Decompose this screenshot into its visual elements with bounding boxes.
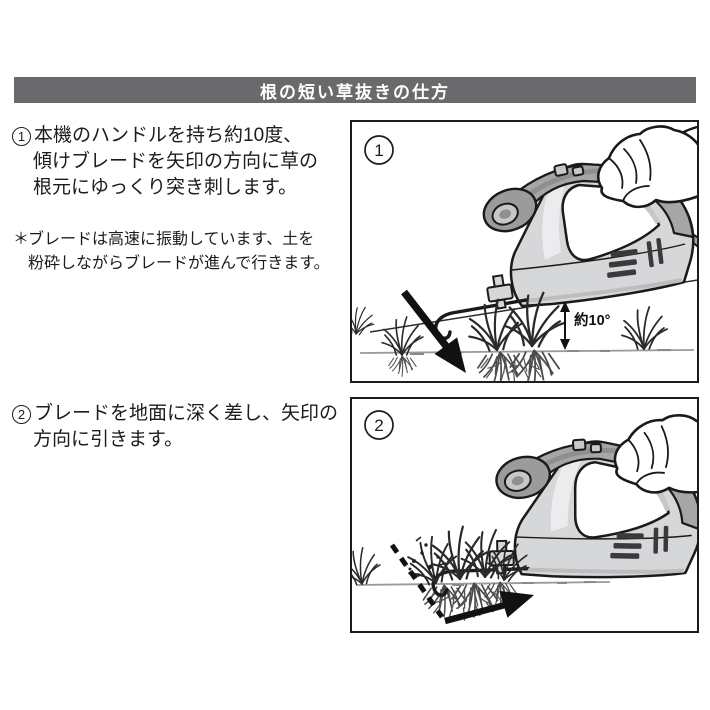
step-2-line-1: 2 ブレードを地面に深く差し、矢印の <box>12 401 348 427</box>
section-title: 根の短い草抜きの仕方 <box>260 82 450 102</box>
thrust-direction-arrow <box>401 289 466 373</box>
step-1-line-1: 1 本機のハンドルを持ち約10度、 <box>12 123 348 149</box>
step-1-text: 1 本機のハンドルを持ち約10度、 傾けブレードを矢印の方向に草の 根元にゆっく… <box>12 123 348 201</box>
grass-right <box>621 306 668 350</box>
grass-left <box>352 545 383 587</box>
angle-annotation: 約10° <box>560 301 611 350</box>
step-1-line-2: 傾けブレードを矢印の方向に草の <box>33 151 319 172</box>
note-line-1: ＊ ブレードは高速に振動しています、土を <box>13 228 353 252</box>
figure-2-illustration: 2 <box>352 399 697 631</box>
step-2-text-line: ブレードを地面に深く差し、矢印の <box>34 403 339 424</box>
soil-debris <box>408 536 447 579</box>
ground-line <box>355 581 611 586</box>
figure-1-number-text: 1 <box>374 141 383 160</box>
step-2-line-2: 方向に引きます。 <box>33 429 184 450</box>
ground-line <box>359 349 695 355</box>
circled-number-1: 1 <box>12 127 31 146</box>
note-text: ＊ ブレードは高速に振動しています、土を 粉砕しながらブレードが進んで行きます。 <box>13 228 353 276</box>
grass-center-clump <box>401 524 535 589</box>
section-header: 根の短い草抜きの仕方 <box>14 77 696 103</box>
figure-2-panel: 2 <box>350 397 699 633</box>
figure-1-number: 1 <box>364 135 394 165</box>
figure-1-panel: 約10° 1 <box>350 120 699 383</box>
step-2-text: 2 ブレードを地面に深く差し、矢印の 方向に引きます。 <box>12 401 348 453</box>
asterisk-marker: ＊ <box>13 231 30 248</box>
pull-direction-arrow <box>444 590 534 625</box>
step-1-line-3: 根元にゆっくり突き刺します。 <box>33 177 298 198</box>
angle-label: 約10° <box>574 311 611 329</box>
grass-left <box>352 302 424 378</box>
note-text-line: ブレードは高速に振動しています、土を <box>28 231 315 248</box>
step-1-text-line: 本機のハンドルを持ち約10度、 <box>34 125 303 146</box>
figure-2-number: 2 <box>364 410 394 440</box>
figure-1-illustration: 約10° 1 <box>352 122 697 381</box>
note-line-2: 粉砕しながらブレードが進んで行きます。 <box>28 255 330 272</box>
figure-2-number-text: 2 <box>374 416 383 435</box>
circled-number-2: 2 <box>12 405 31 424</box>
